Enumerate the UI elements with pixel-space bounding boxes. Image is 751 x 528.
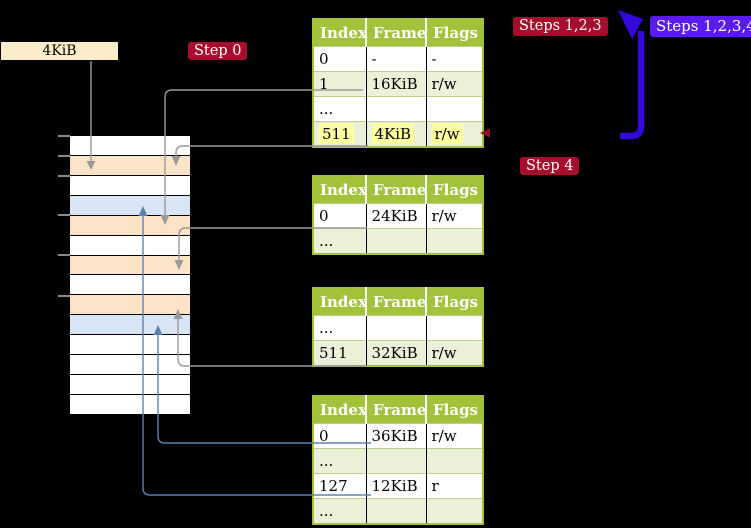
column-header: Index xyxy=(313,288,367,316)
table-cell: 36KiB xyxy=(365,423,426,449)
step-4-badge: Step 4 xyxy=(520,157,580,175)
memory-frame-white xyxy=(70,136,190,156)
table-cell xyxy=(425,315,483,341)
table-cell: 0 xyxy=(313,203,366,229)
table-cell xyxy=(425,228,483,254)
column-header: Flags xyxy=(425,288,483,316)
column-header: Index xyxy=(313,396,367,424)
recursive-loop-arrowhead xyxy=(618,10,643,39)
table-cell: r xyxy=(425,473,483,499)
table-cell xyxy=(425,448,483,474)
frame-address-label: 4KiB xyxy=(1,42,118,60)
table-cell: 511 xyxy=(313,121,366,147)
table-cell xyxy=(365,228,426,254)
column-header: Frame xyxy=(365,396,426,424)
table-cell xyxy=(365,448,426,474)
column-header: Flags xyxy=(425,19,483,47)
memory-frame-peach xyxy=(70,215,190,236)
tick-mark xyxy=(58,214,70,216)
memory-frame-white xyxy=(70,375,190,395)
table-cell xyxy=(425,498,483,524)
table-cell: 16KiB xyxy=(365,71,426,97)
memory-frame-white xyxy=(70,235,190,256)
memory-frame-white xyxy=(70,394,190,414)
table-cell xyxy=(365,498,426,524)
table-cell: ... xyxy=(313,228,366,254)
physical-memory-stack xyxy=(70,136,190,414)
table-row: 0-- xyxy=(313,46,483,72)
column-header: Frame xyxy=(365,176,426,204)
table-cell: ... xyxy=(313,315,366,341)
column-header: Index xyxy=(313,176,367,204)
table-cell: 511 xyxy=(313,340,366,366)
tick-mark xyxy=(58,175,70,177)
column-header: Frame xyxy=(365,19,426,47)
memory-frame-white xyxy=(70,335,190,356)
column-header: Flags xyxy=(425,396,483,424)
table-cell: r/w xyxy=(425,423,483,449)
memory-frame-peach xyxy=(70,155,190,176)
table-cell: 127 xyxy=(313,473,366,499)
step-0-badge: Step 0 xyxy=(188,42,248,60)
table-cell: 1 xyxy=(313,71,366,97)
table-cell: r/w xyxy=(425,340,483,366)
memory-frame-peach xyxy=(70,295,190,316)
table-cell: r/w xyxy=(425,71,483,97)
table-cell: 0 xyxy=(313,46,366,72)
table-cell xyxy=(365,96,426,122)
tick-mark xyxy=(58,155,70,157)
table-cell xyxy=(365,315,426,341)
column-header: Flags xyxy=(425,176,483,204)
tick-mark xyxy=(58,254,70,256)
table-cell: 32KiB xyxy=(365,340,426,366)
table-row: ... xyxy=(313,498,483,524)
recursive-loop-arrow xyxy=(620,31,645,140)
table-cell: ... xyxy=(313,96,366,122)
table-row: ... xyxy=(313,448,483,474)
table-cell xyxy=(425,96,483,122)
column-header: Frame xyxy=(365,288,426,316)
memory-frame-white xyxy=(70,275,190,296)
table-cell: 24KiB xyxy=(365,203,426,229)
column-header: Index xyxy=(313,19,367,47)
memory-frame-blue xyxy=(70,315,190,336)
table-row: ... xyxy=(313,96,483,122)
table-cell: - xyxy=(425,46,483,72)
table-cell: ... xyxy=(313,498,366,524)
table-cell: 0 xyxy=(313,423,366,449)
table-row: ... xyxy=(313,315,483,341)
table-cell: 4KiB xyxy=(365,121,426,147)
steps-1-2-3-4-badge: Steps 1,2,3,4 xyxy=(650,16,751,37)
tick-mark xyxy=(58,135,70,137)
memory-frame-blue xyxy=(70,195,190,216)
memory-frame-white xyxy=(70,175,190,196)
table-cell: r/w xyxy=(425,203,483,229)
tick-mark xyxy=(58,295,70,297)
steps-1-2-3-badge: Steps 1,2,3 xyxy=(513,17,608,36)
table-row: ... xyxy=(313,228,483,254)
table-cell: - xyxy=(365,46,426,72)
memory-frame-peach xyxy=(70,255,190,276)
table-cell: r/w xyxy=(425,121,483,147)
memory-frame-white xyxy=(70,355,190,376)
table-cell: ... xyxy=(313,448,366,474)
table-cell: 12KiB xyxy=(365,473,426,499)
